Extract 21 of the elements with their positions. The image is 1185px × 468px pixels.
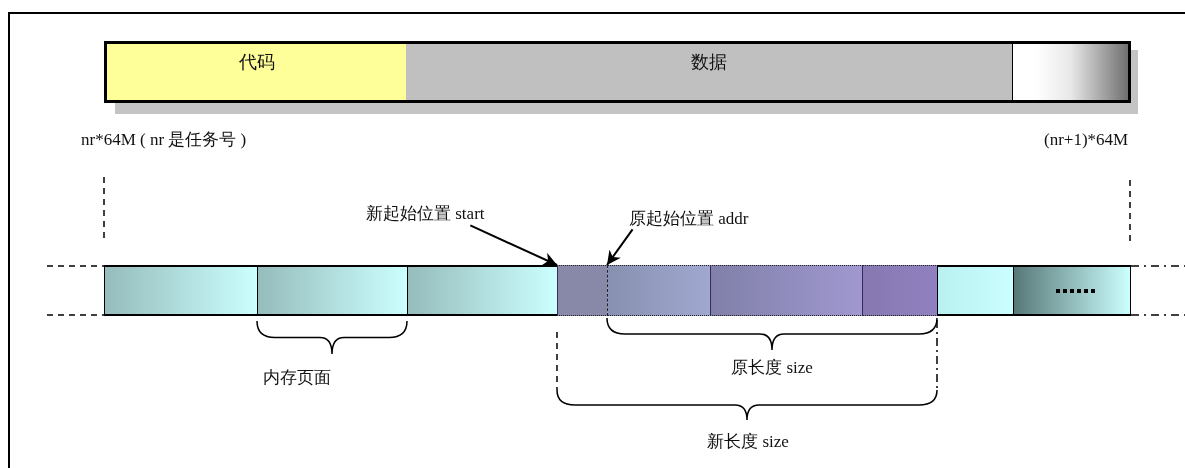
leader-arrow	[469, 224, 558, 266]
address-label: nr*64M ( nr 是任务号 )	[81, 130, 247, 151]
memory-page-block	[557, 265, 608, 316]
memory-page-block	[607, 265, 711, 316]
memory-page-block	[862, 265, 938, 316]
leader-arrow	[606, 228, 634, 266]
memory-region-box: 代码	[104, 41, 407, 103]
memory-page-block	[937, 265, 1014, 316]
memory-region-box: 数据	[406, 41, 1014, 103]
address-label: (nr+1)*64M	[1044, 130, 1129, 151]
span-label: 原长度 size	[731, 358, 813, 379]
memory-page-block	[257, 265, 408, 316]
memory-page-block	[1013, 265, 1131, 316]
annotation-text: 原起始位置 addr	[629, 209, 749, 230]
memory-page-block	[710, 265, 863, 316]
memory-page-block	[104, 265, 258, 316]
memory-region-box	[1013, 41, 1131, 103]
annotation-text: 新起始位置 start	[366, 204, 485, 225]
span-label: 内存页面	[263, 368, 331, 389]
memory-page-block	[407, 265, 558, 316]
span-label: 新长度 size	[707, 432, 789, 453]
